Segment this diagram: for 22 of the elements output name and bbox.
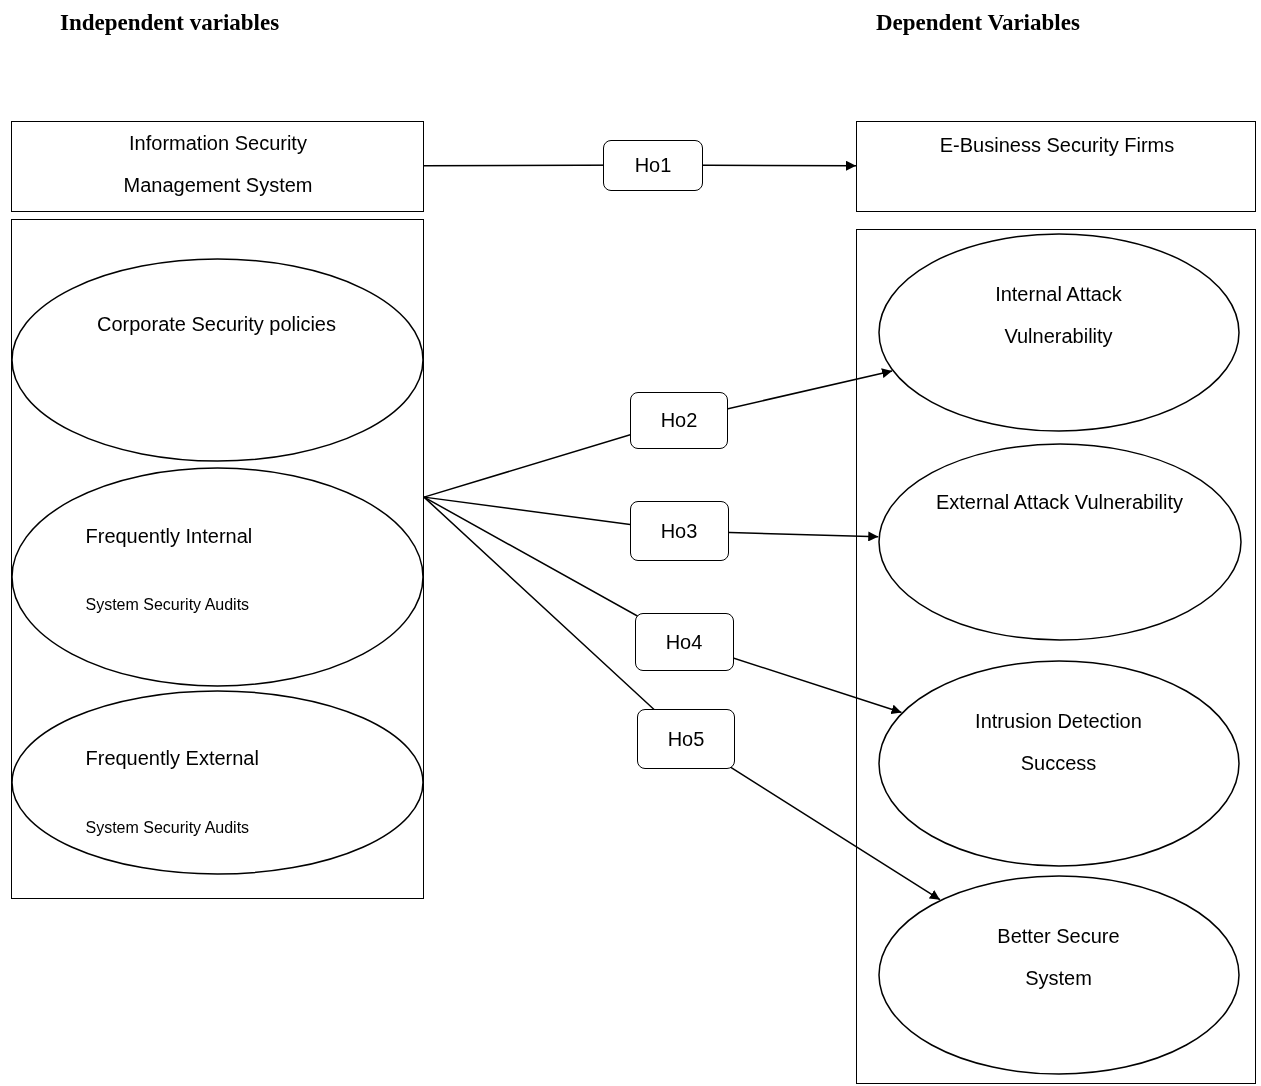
- edge-label: Ho1: [603, 139, 703, 191]
- variable-label: System Security Audits: [85, 594, 251, 615]
- group-box: [856, 229, 1256, 1084]
- variable-label: Information Security Management System: [122, 131, 314, 198]
- variable-label: Frequently External: [85, 745, 260, 771]
- variable-label: System Security Audits: [85, 817, 251, 838]
- column-heading: Independent variables: [60, 10, 280, 36]
- group-box: [11, 219, 424, 899]
- variable-box: [856, 121, 1256, 212]
- variable-label: Corporate Security policies: [96, 311, 337, 337]
- edge-label: Ho2: [630, 391, 728, 449]
- edge-label: Ho3: [629, 501, 729, 561]
- column-heading: Dependent Variables: [876, 10, 1080, 36]
- variable-box: [11, 121, 424, 212]
- variable-label: Intrusion Detection Success: [974, 708, 1143, 776]
- edge-label: Ho5: [637, 709, 735, 769]
- variable-label: Internal Attack Vulnerability: [994, 281, 1123, 349]
- variable-label: Frequently Internal: [85, 523, 254, 549]
- edge-label: Ho4: [634, 613, 734, 671]
- variable-label: External Attack Vulnerability: [934, 489, 1185, 515]
- variable-label: Better Secure System: [996, 923, 1121, 991]
- variable-label: E-Business Security Firms: [938, 133, 1176, 158]
